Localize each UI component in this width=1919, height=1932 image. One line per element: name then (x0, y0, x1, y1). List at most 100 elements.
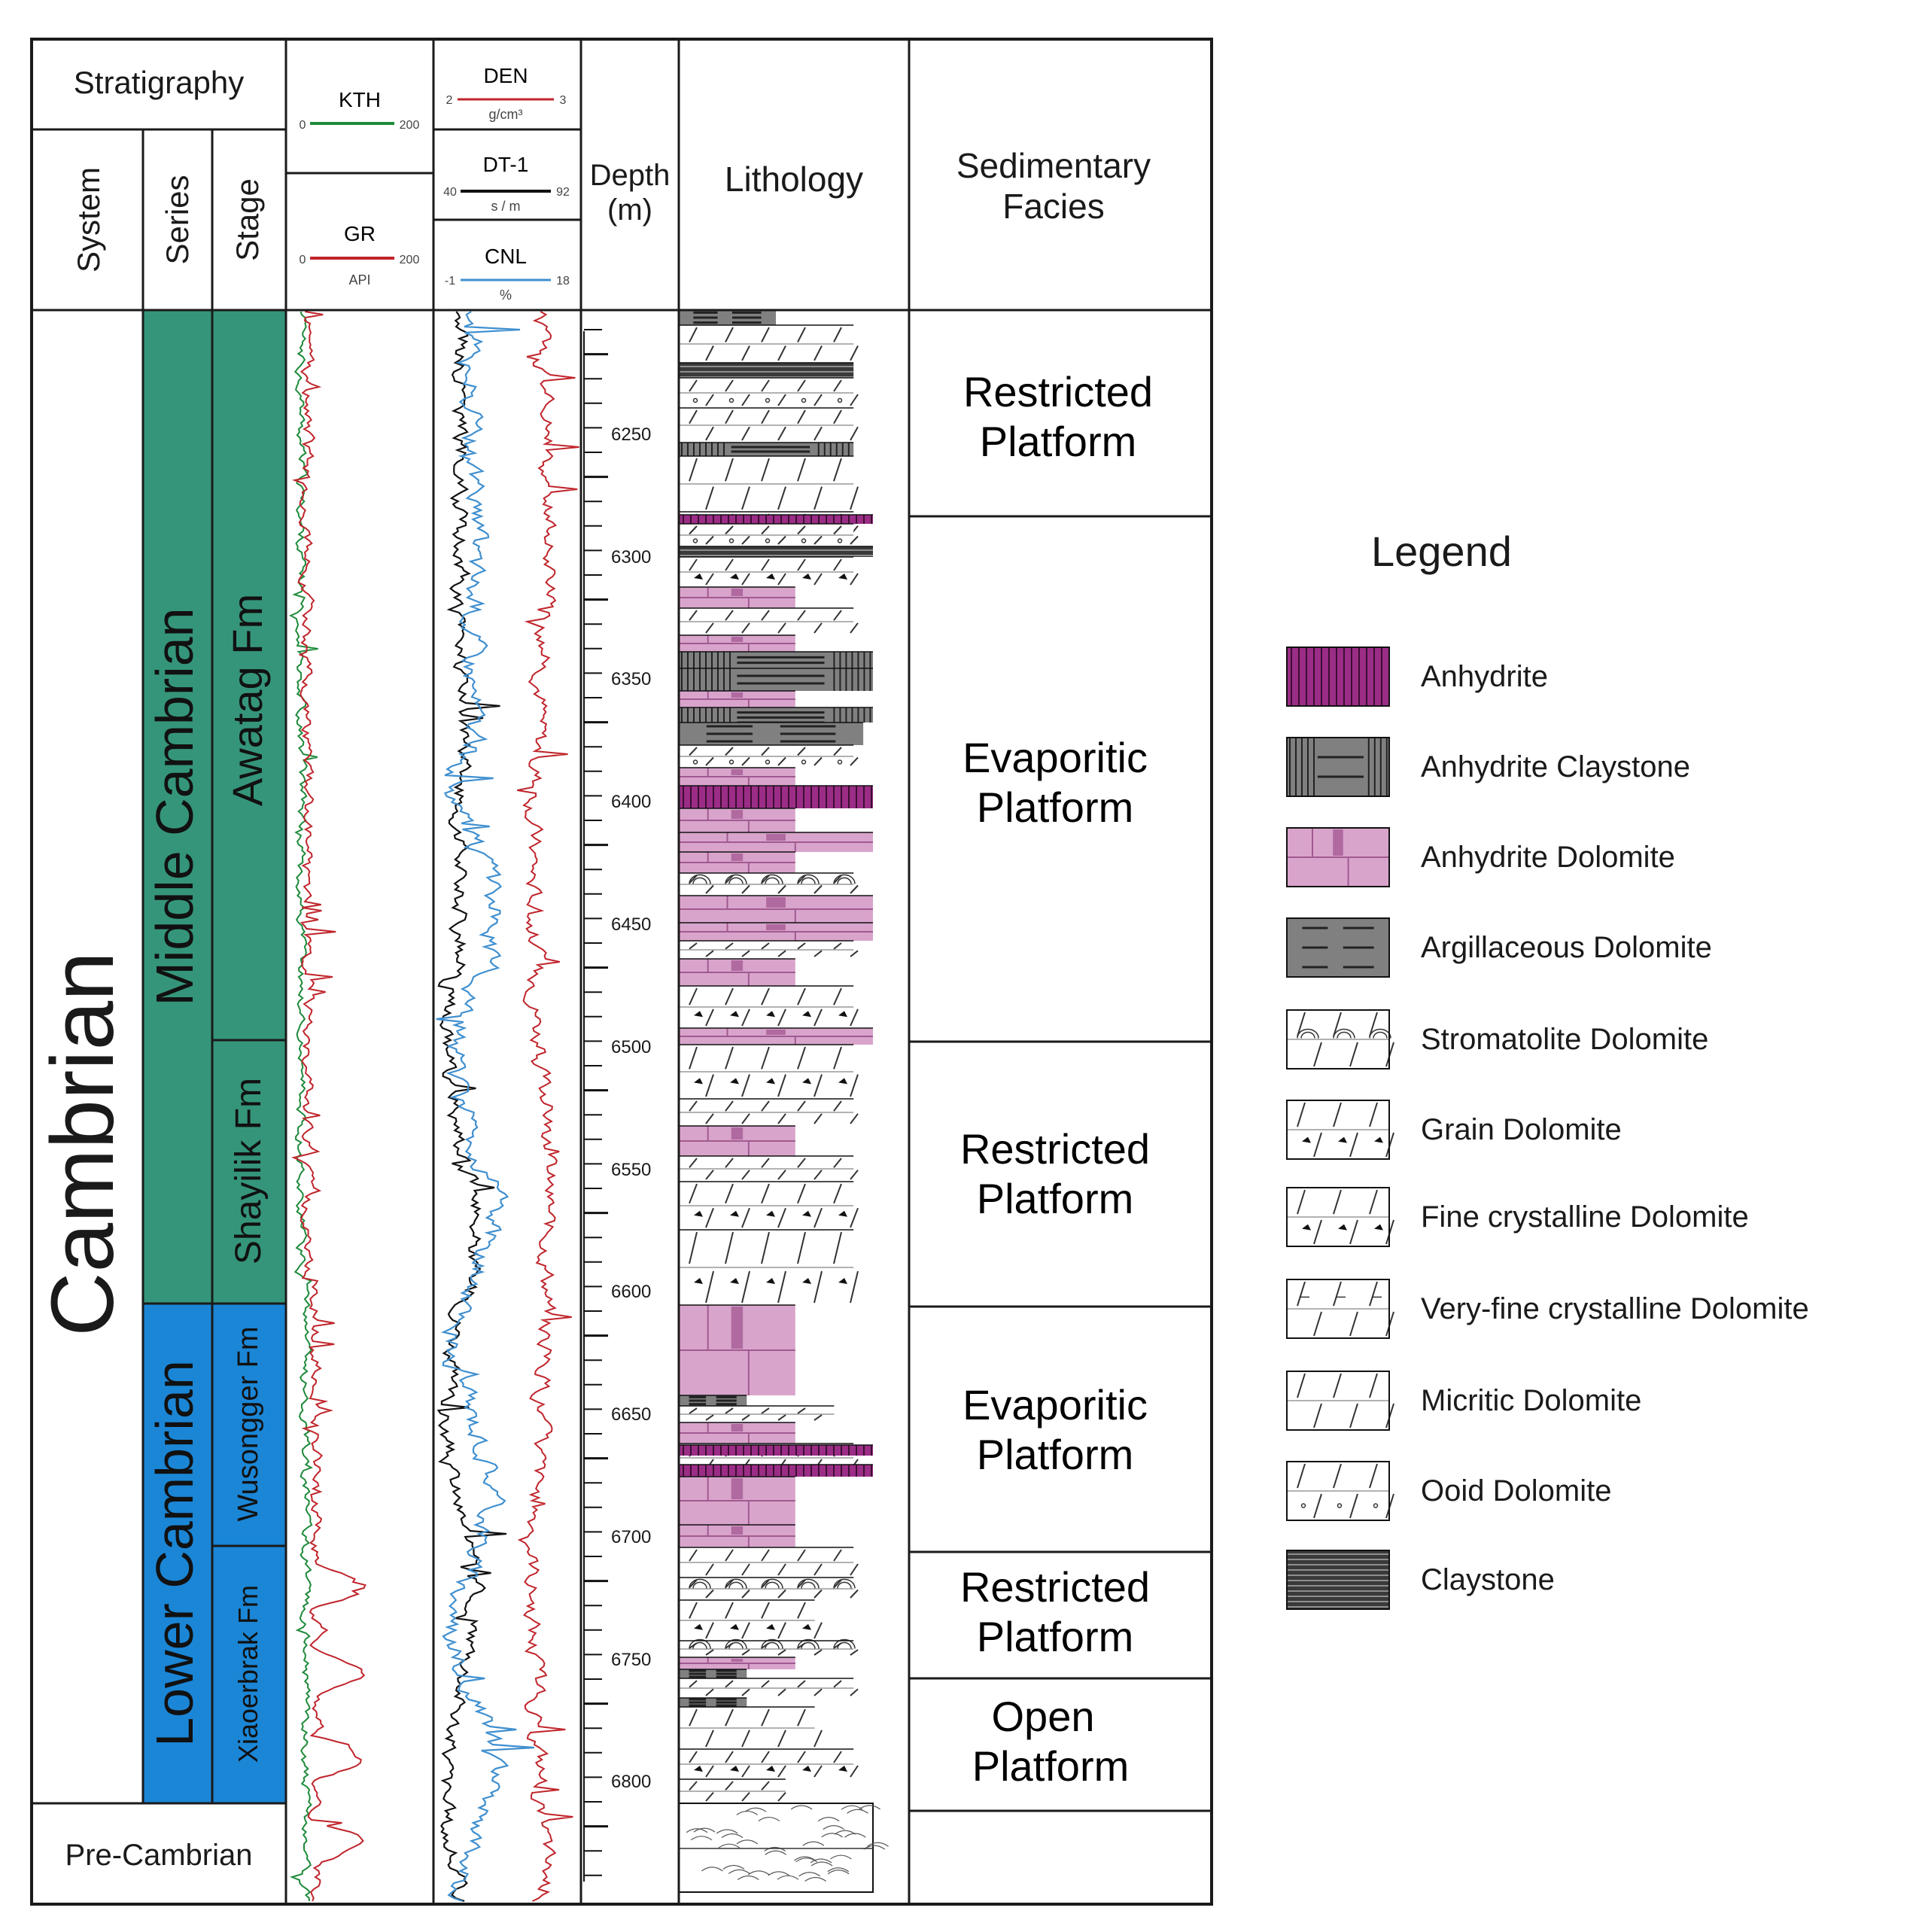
lith-layer-anh-dolo (679, 922, 873, 941)
lith-layer-anh-dolo (679, 1125, 795, 1156)
lith-layer-micritic (679, 607, 859, 635)
lith-layer-anh-clay (679, 707, 873, 724)
legend-swatch-arg-dolo (1286, 917, 1390, 978)
stage-xiaoerbrak-label: Xiaoerbrak Fm (233, 1585, 263, 1763)
den-min: 2 (446, 94, 453, 107)
depth-tick-label: 6350 (611, 669, 651, 689)
depth-tick-label: 6800 (611, 1772, 651, 1792)
facies-label-2-line1: Evaporitic (963, 734, 1148, 781)
lith-layer-arg-dolo (679, 1697, 747, 1707)
legend-item-label: Fine crystalline Dolomite (1421, 1200, 1749, 1234)
legend-swatch-ooid (1286, 1461, 1394, 1521)
lith-layer-anh-dolo (679, 808, 795, 832)
lith-layer-fine (1287, 1187, 1394, 1246)
lith-layer-anhydrite (679, 1444, 873, 1456)
legend-item-label: Stromatolite Dolomite (1421, 1023, 1708, 1056)
lith-layer-strom (1287, 1009, 1394, 1069)
stage-header: Stage (230, 178, 265, 261)
middle-cambrian-series-cell (143, 310, 212, 1304)
legend-item-label: Ooid Dolomite (1421, 1474, 1611, 1508)
lith-layer-micritic (679, 407, 859, 443)
depth-tick-label: 6700 (611, 1527, 651, 1547)
lith-layer-anh-clay (679, 668, 873, 691)
lower-cambrian-stage-cell (212, 1304, 286, 1803)
dt-max: 92 (556, 186, 570, 199)
lower-cambrian-series-cell (143, 1304, 212, 1803)
lith-layer-anh-dolo (679, 1304, 795, 1395)
lith-layer-grain (1287, 1100, 1394, 1159)
cnl-unit: % (500, 288, 512, 303)
lith-layer-micritic (679, 1778, 786, 1803)
depth-tick-labels: 6250 6300 6350 6400 6450 6500 6550 6600 … (611, 424, 651, 1792)
depth-tick-label: 6750 (611, 1650, 651, 1670)
legend-swatch-claystone (1286, 1550, 1390, 1610)
lith-layer-arg-dolo (1287, 917, 1389, 977)
lith-layer-arg-dolo (679, 1395, 747, 1406)
lith-layer-grain (679, 556, 859, 587)
legend-swatch-anh-clay (1286, 737, 1390, 797)
lith-layer-ooid (1287, 1461, 1394, 1520)
lith-layer-grain (679, 985, 859, 1028)
legend-swatch-fine (1286, 1187, 1394, 1247)
gr-curve (291, 311, 366, 1902)
legend-swatch-grain (1286, 1100, 1394, 1160)
den-curve-header: DEN 2 3 g/cm³ (446, 64, 567, 122)
legend-swatches (1286, 647, 1394, 1610)
den-curve (517, 311, 579, 1902)
kth-min: 0 (300, 119, 306, 132)
dt-min: 40 (443, 186, 457, 199)
lith-layer-strom (679, 1638, 859, 1657)
legend-item-label: Grain Dolomite (1421, 1113, 1622, 1146)
lith-layer-anh-dolo (1287, 827, 1389, 887)
cnl-label: CNL (485, 245, 527, 268)
lith-layer-ooid (679, 744, 859, 768)
lith-layer-claystone (1287, 1550, 1389, 1609)
stratigraphy-header: Stratigraphy (74, 65, 244, 100)
lith-layer-micritic (679, 1098, 859, 1126)
lith-layer-anhydrite (679, 785, 873, 808)
depth-unit-header: (m) (607, 193, 652, 227)
lith-layer-micritic (679, 324, 859, 363)
legend-swatch-vfine (1286, 1279, 1394, 1339)
kth-curve (289, 311, 318, 1902)
facies-label-4-line1: Evaporitic (963, 1381, 1148, 1428)
cnl-curve-header: CNL -1 18 % (445, 245, 570, 303)
stage-awatag-label: Awatag Fm (224, 594, 271, 806)
lith-layer-anh-dolo (679, 634, 795, 652)
facies-label-3-line1: Restricted (960, 1125, 1150, 1173)
gr-label: GR (344, 222, 376, 245)
lith-layer-claystone (679, 546, 873, 557)
lith-layer-arg-dolo (679, 1669, 747, 1678)
legend-item-label: Very-fine crystalline Dolomite (1421, 1292, 1809, 1325)
lith-layer-grain (679, 1748, 859, 1779)
lith-layer-fine (679, 1599, 823, 1641)
lith-layer-anh-dolo (679, 851, 795, 873)
facies-label-6-line2: Platform (972, 1742, 1130, 1790)
facies-label-1-line2: Platform (980, 418, 1137, 465)
precambrian-label: Pre-Cambrian (65, 1839, 253, 1872)
lith-layer-anh-dolo (679, 767, 795, 786)
series-header: Series (160, 175, 195, 264)
middle-cambrian-stage-cell (212, 310, 286, 1304)
well-log-curves (289, 311, 579, 1903)
lith-layer-anh-dolo (679, 832, 873, 852)
facies-label-6-line1: Open (992, 1693, 1095, 1740)
legend-item-label: Claystone (1421, 1563, 1555, 1596)
legend-item-label: Anhydrite (1421, 660, 1548, 693)
series-lower-label: Lower Cambrian (145, 1360, 204, 1747)
lith-layer-micritic (679, 940, 859, 959)
lith-layer-anh-dolo (679, 586, 795, 608)
lith-layer-grain (679, 1044, 859, 1099)
table-grid (30, 38, 1213, 1906)
lith-layer-strom (679, 872, 859, 896)
lith-layer-arg-dolo (679, 310, 776, 325)
lith-layer-anhydrite (679, 1464, 873, 1477)
lith-layer-micritic (679, 1678, 859, 1698)
lith-layer-ooid (679, 523, 859, 546)
gr-curve-header: GR 0 200 API (300, 222, 420, 288)
lith-layer-micritic (1287, 1371, 1394, 1430)
stage-shayilik-label: Shayilik Fm (229, 1078, 269, 1264)
lithology-header: Lithology (725, 160, 863, 199)
depth-tick-label: 6600 (611, 1282, 651, 1302)
legend-item-label: Anhydrite Claystone (1421, 750, 1690, 783)
